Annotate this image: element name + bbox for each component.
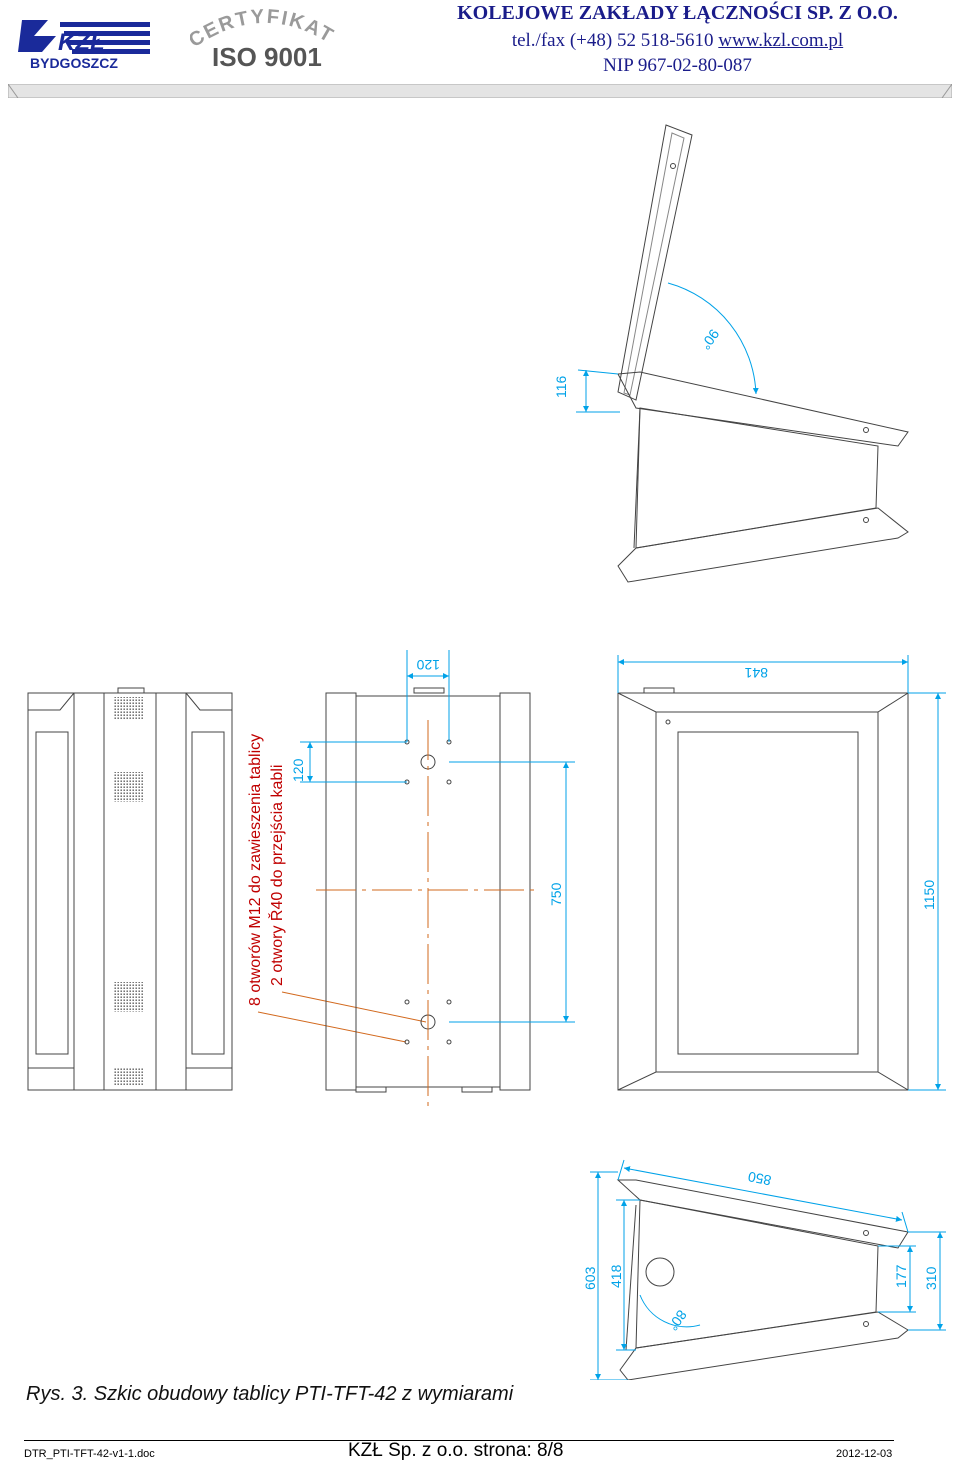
- footer-divider: [24, 1440, 894, 1441]
- figure-caption: Rys. 3. Szkic obudowy tablicy PTI-TFT-42…: [26, 1383, 514, 1405]
- dim-841: 841: [744, 665, 768, 681]
- dim-418: 418: [608, 1264, 624, 1288]
- front-view: [27, 687, 233, 1091]
- company-name: KOLEJOWE ZAKŁADY ŁĄCZNOŚCI SP. Z O.O.: [457, 2, 898, 24]
- logo-text: KZŁ: [58, 29, 105, 56]
- angle-80: 80°: [665, 1307, 690, 1334]
- footer-filename: DTR_PTI-TFT-42-v1-1.doc: [24, 1448, 155, 1460]
- bottom-profile: [616, 1179, 909, 1380]
- iso-certificate-logo: CERTYFIKAT ISO 9001: [190, 8, 336, 72]
- note-mounting-holes: 8 otworów M12 do zawieszenia tablicy: [247, 734, 264, 1006]
- dim-310: 310: [923, 1266, 939, 1290]
- header-divider: [8, 84, 952, 98]
- dim-850: 850: [746, 1169, 772, 1189]
- angle-90: 90°: [697, 326, 722, 353]
- display-view: [617, 687, 910, 1091]
- footer-date: 2012-12-03: [836, 1448, 893, 1460]
- cert-line2: ISO 9001: [212, 42, 322, 72]
- technical-drawing: 116 90° 8 otworów M12 do zawieszenia tab…: [27, 124, 946, 1380]
- kzl-logo: KZŁ BYDGOSZCZ: [8, 14, 154, 72]
- dim-116: 116: [553, 375, 569, 398]
- dim-177: 177: [893, 1264, 909, 1288]
- dim-603: 603: [582, 1266, 598, 1290]
- note-cable-holes: 2 otwory Ř40 do przejścia kabli: [267, 765, 286, 986]
- footer-company-page: KZŁ Sp. z o.o. strona: 8/8: [348, 1440, 564, 1461]
- dim-120-top: 120: [416, 657, 440, 673]
- website-link[interactable]: www.kzl.com.pl: [718, 30, 844, 51]
- logo-city: BYDGOSZCZ: [30, 55, 118, 71]
- dim-1150: 1150: [921, 880, 937, 910]
- company-nip: NIP 967-02-80-087: [603, 55, 752, 76]
- dim-120-side: 120: [290, 758, 306, 782]
- dim-750: 750: [548, 882, 564, 906]
- side-view: [617, 124, 909, 583]
- company-contact: tel./fax (+48) 52 518-5610 www.kzl.com.p…: [400, 30, 955, 52]
- telephone: tel./fax (+48) 52 518-5610: [511, 30, 719, 51]
